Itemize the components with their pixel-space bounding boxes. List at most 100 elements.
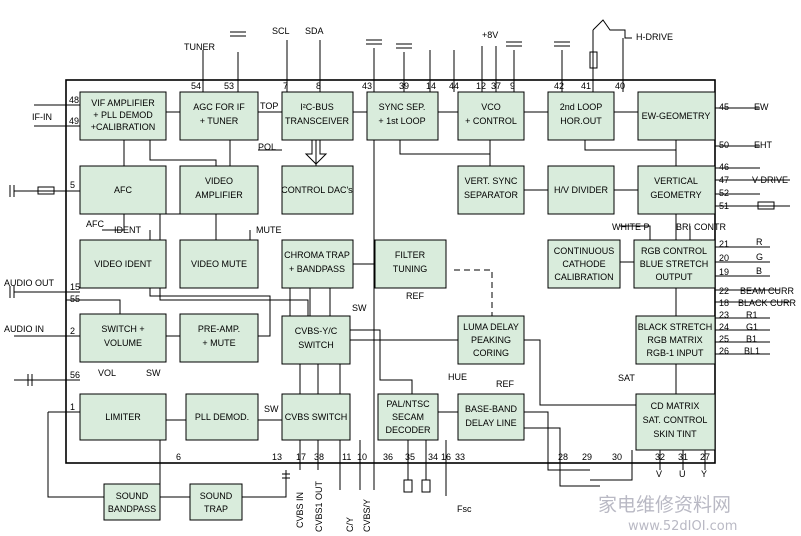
- pin-number: 39: [399, 81, 409, 91]
- label-tuner: TUNER: [184, 42, 215, 52]
- pal-ntsc-decoder-block: PAL/NTSC SECAM DECODER: [377, 393, 439, 441]
- pin-number: 40: [615, 81, 625, 91]
- vif-amplifier-block: VIF AMPLIFIER + PLL DEMOD +CALIBRATION: [79, 91, 167, 141]
- label-afc: AFC: [86, 219, 105, 229]
- block-label: AMPLIFIER: [195, 190, 243, 200]
- rgb-control-block: RGB CONTROL BLUE STRETCH OUTPUT: [633, 239, 716, 289]
- pin-number: 33: [455, 452, 465, 462]
- block-label: VERT. SYNC: [465, 176, 518, 186]
- label-b1: B1: [746, 334, 757, 344]
- block-label: CD MATRIX: [651, 401, 700, 411]
- pin-number: 16: [441, 452, 451, 462]
- afc-block: AFC: [79, 165, 167, 215]
- block-label: VOLUME: [104, 338, 142, 348]
- pin-number: 6: [176, 452, 181, 462]
- video-mute-block: VIDEO MUTE: [179, 239, 259, 289]
- signal-labels: TUNER SCL SDA +8V H-DRIVE IF-IN TOP POL …: [4, 26, 797, 532]
- pin-number: 52: [719, 188, 729, 198]
- block-label: RGB CONTROL: [641, 246, 707, 256]
- pin-number: 10: [357, 452, 367, 462]
- block-label: AFC: [114, 185, 133, 195]
- block-label: RGB-1 INPUT: [646, 348, 704, 358]
- block-label: CVBS-Y/C: [295, 326, 338, 336]
- block-label: VIF AMPLIFIER: [91, 98, 155, 108]
- i2c-bus-transceiver-block: I²C-BUS TRANSCEIVER: [281, 91, 354, 141]
- pin-number: 11: [342, 452, 351, 462]
- cd-matrix-block: CD MATRIX SAT. CONTROL SKIN TINT: [635, 393, 716, 451]
- block-label: + 1st LOOP: [378, 116, 425, 126]
- label-c-y: C/Y: [345, 517, 355, 532]
- pin-number: 54: [191, 81, 201, 91]
- pin-number: 20: [719, 253, 729, 263]
- pin-number: 9: [510, 81, 515, 91]
- block-label: SECAM: [392, 412, 424, 422]
- label-plus8v: +8V: [482, 30, 498, 40]
- block-label: VIDEO IDENT: [94, 259, 152, 269]
- block-label: + MUTE: [202, 338, 235, 348]
- pin-number: 37: [491, 81, 501, 91]
- block-label: + CONTROL: [465, 116, 517, 126]
- block-label: BANDPASS: [108, 504, 156, 514]
- block-label: PEAKING: [471, 335, 511, 345]
- block-label: OUTPUT: [656, 272, 694, 282]
- label-bl1: BL1: [744, 346, 760, 356]
- cathode-calibration-block: CONTINUOUS CATHODE CALIBRATION: [547, 239, 621, 289]
- watermark-chinese: 家电维修资料网: [598, 494, 731, 516]
- vertical-geometry-block: VERTICAL GEOMETRY: [637, 165, 716, 215]
- sound-bandpass-block: SOUND BANDPASS: [103, 483, 161, 521]
- block-label: LIMITER: [105, 412, 141, 422]
- block-label: BLACK STRETCH: [638, 322, 713, 332]
- block-label: DECODER: [385, 425, 431, 435]
- pin-number: 45: [719, 102, 729, 112]
- label-u: U: [679, 469, 686, 479]
- block-label: VCO: [481, 102, 501, 112]
- black-stretch-block: BLACK STRETCH RGB MATRIX RGB-1 INPUT: [635, 315, 716, 365]
- block-label: RGB MATRIX: [647, 335, 702, 345]
- block-label: 2nd LOOP: [560, 102, 603, 112]
- pin-number: 48: [69, 95, 79, 105]
- pin-number: 53: [224, 81, 234, 91]
- block-label: HOR.OUT: [560, 116, 602, 126]
- pin-number: 36: [383, 452, 393, 462]
- pin-number: 5: [70, 180, 75, 190]
- pin-number: 12: [476, 81, 486, 91]
- label-bri: BRI: [676, 222, 691, 232]
- label-eht: EHT: [754, 140, 773, 150]
- pll-demod-block: PLL DEMOD.: [185, 393, 259, 441]
- pin-number: 26: [719, 346, 729, 356]
- limiter-block: LIMITER: [79, 393, 167, 441]
- pin-number: 41: [581, 81, 591, 91]
- filter-tuning-block: FILTER TUNING: [374, 239, 447, 289]
- label-top: TOP: [260, 101, 278, 111]
- pin-number: 2: [70, 326, 75, 336]
- pin-number: 8: [316, 81, 321, 91]
- block-label: SWITCH +: [101, 324, 144, 334]
- pin-number: 35: [405, 452, 415, 462]
- pin-number: 49: [69, 116, 79, 126]
- pin-number: 1: [70, 402, 75, 412]
- watermark-url: www.52dIOI.com: [628, 519, 737, 534]
- label-mute: MUTE: [256, 225, 282, 235]
- pin-number: 43: [362, 81, 372, 91]
- pin-number: 51: [719, 201, 729, 211]
- block-label: + PLL DEMOD: [93, 110, 153, 120]
- pre-amp-mute-block: PRE-AMP. + MUTE: [179, 313, 259, 363]
- label-ifin: IF-IN: [32, 112, 52, 122]
- video-amplifier-block: VIDEO AMPLIFIER: [179, 165, 259, 215]
- block-label: CALIBRATION: [554, 272, 613, 282]
- label-cvbs1-out: CVBS1 OUT: [314, 480, 324, 532]
- label-ew: EW: [754, 102, 769, 112]
- pin-number: 32: [655, 452, 665, 462]
- label-ref-b: REF: [496, 379, 515, 389]
- block-label: CVBS SWITCH: [285, 412, 348, 422]
- label-b: B: [756, 266, 762, 276]
- label-scl: SCL: [272, 26, 290, 36]
- block-label: EW-GEOMETRY: [642, 111, 711, 121]
- label-vol: VOL: [98, 368, 116, 378]
- label-sat: SAT: [618, 373, 635, 383]
- pin-number: 31: [678, 452, 688, 462]
- block-label: CONTROL DAC's: [281, 185, 353, 195]
- block-label: SOUND: [116, 491, 149, 501]
- pin-number: 56: [70, 370, 80, 380]
